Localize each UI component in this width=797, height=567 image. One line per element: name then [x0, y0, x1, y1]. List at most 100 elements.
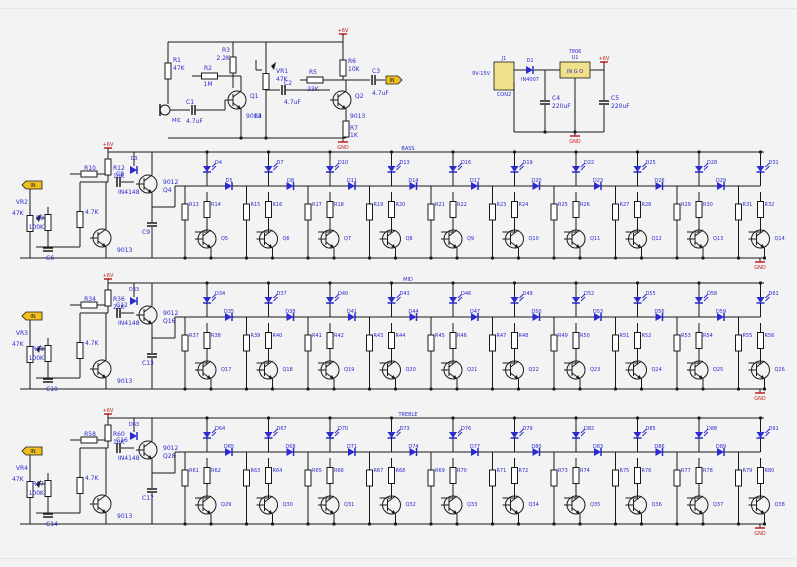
label: IN4007: [521, 77, 539, 83]
led-ray: [334, 293, 340, 299]
diode: [348, 182, 355, 190]
label: R9: [36, 215, 44, 222]
junction: [393, 256, 398, 260]
label: R72: [519, 468, 529, 474]
junction: [328, 281, 332, 285]
resistor: [489, 203, 496, 221]
label: R74: [580, 468, 590, 474]
emitter-arrow: [637, 510, 642, 514]
label: U1: [572, 55, 579, 61]
junction: [367, 387, 372, 391]
led-ray: [457, 162, 463, 168]
junction: [244, 522, 249, 526]
junction: [736, 256, 741, 260]
label: Q16: [163, 318, 176, 325]
diode: [286, 182, 294, 190]
resistor: [203, 332, 211, 349]
resistor: [243, 334, 250, 352]
resistor: [243, 203, 250, 221]
signal-flag-label: IN: [30, 449, 35, 455]
led: [510, 297, 519, 303]
label: R26: [580, 202, 590, 208]
led-ray: [273, 165, 278, 171]
junction: [455, 522, 459, 526]
label: VR4: [16, 465, 28, 472]
resistor: [104, 424, 112, 442]
resistor: [26, 481, 34, 498]
label: 4.7uF: [284, 99, 301, 106]
resistor: [612, 469, 619, 487]
label: R56: [765, 333, 775, 339]
resistor: [326, 332, 334, 349]
emitter-arrow: [102, 243, 106, 247]
label: R14: [211, 202, 221, 208]
resistor: [339, 59, 347, 77]
diode: [409, 313, 417, 321]
junction: [578, 387, 582, 391]
diode-label: D83: [593, 444, 603, 450]
junction: [639, 387, 644, 391]
led-ray: [642, 296, 647, 302]
led-ray: [703, 165, 709, 171]
diode: [409, 182, 417, 190]
diode: [348, 448, 355, 456]
label: 9013: [117, 513, 132, 520]
junction: [512, 416, 517, 420]
resistor: [673, 469, 681, 487]
led-ray: [519, 293, 524, 299]
label: C2: [284, 80, 292, 87]
wire: [143, 440, 153, 448]
emitter-arrow: [391, 510, 396, 514]
label: R41: [312, 333, 322, 339]
led-label: D22: [584, 160, 594, 166]
led-ray: [273, 293, 278, 299]
junction: [701, 256, 705, 260]
diode: [717, 182, 724, 190]
led-ray: [642, 162, 647, 168]
led-label: D40: [338, 291, 348, 297]
label: R62: [211, 468, 221, 474]
led-label: D79: [523, 426, 533, 432]
led: [572, 432, 580, 438]
diode-label: D20: [531, 178, 541, 184]
label: 47K: [276, 76, 289, 83]
wire: [264, 495, 273, 503]
resistor: [265, 467, 272, 484]
junction: [574, 281, 578, 285]
label: 47K: [12, 210, 25, 217]
microphone: [159, 104, 171, 116]
label: R76: [642, 468, 652, 474]
resistor: [388, 332, 395, 349]
wire: [325, 495, 335, 503]
junction: [639, 522, 644, 526]
wire: [97, 494, 107, 502]
label: 100K: [29, 490, 45, 497]
junction: [266, 416, 271, 420]
diode-label: D44: [408, 309, 418, 315]
resistor: [76, 477, 84, 494]
led-label: D73: [400, 426, 410, 432]
wire: [264, 229, 273, 237]
transistor-label: Q5: [221, 236, 228, 242]
led: [572, 166, 580, 172]
led-ray: [334, 296, 340, 302]
diode-label: D14: [408, 178, 418, 184]
junction: [451, 281, 455, 285]
label: R65: [312, 468, 322, 474]
emitter-arrow: [576, 375, 580, 379]
emitter-arrow: [576, 510, 580, 514]
resistor: [181, 334, 189, 352]
led-label: D61: [769, 291, 779, 297]
emitter-arrow: [102, 509, 106, 513]
ground-label: GND: [754, 531, 766, 537]
emitter-arrow: [453, 510, 457, 514]
wire: [756, 360, 765, 368]
label: R48: [519, 333, 529, 339]
resistor: [326, 467, 334, 484]
label: R79: [743, 468, 753, 474]
led: [633, 166, 642, 172]
transistor-label: Q12: [652, 236, 662, 242]
led-ray: [457, 431, 463, 437]
resistor: [265, 201, 272, 218]
label: R54: [703, 333, 713, 339]
